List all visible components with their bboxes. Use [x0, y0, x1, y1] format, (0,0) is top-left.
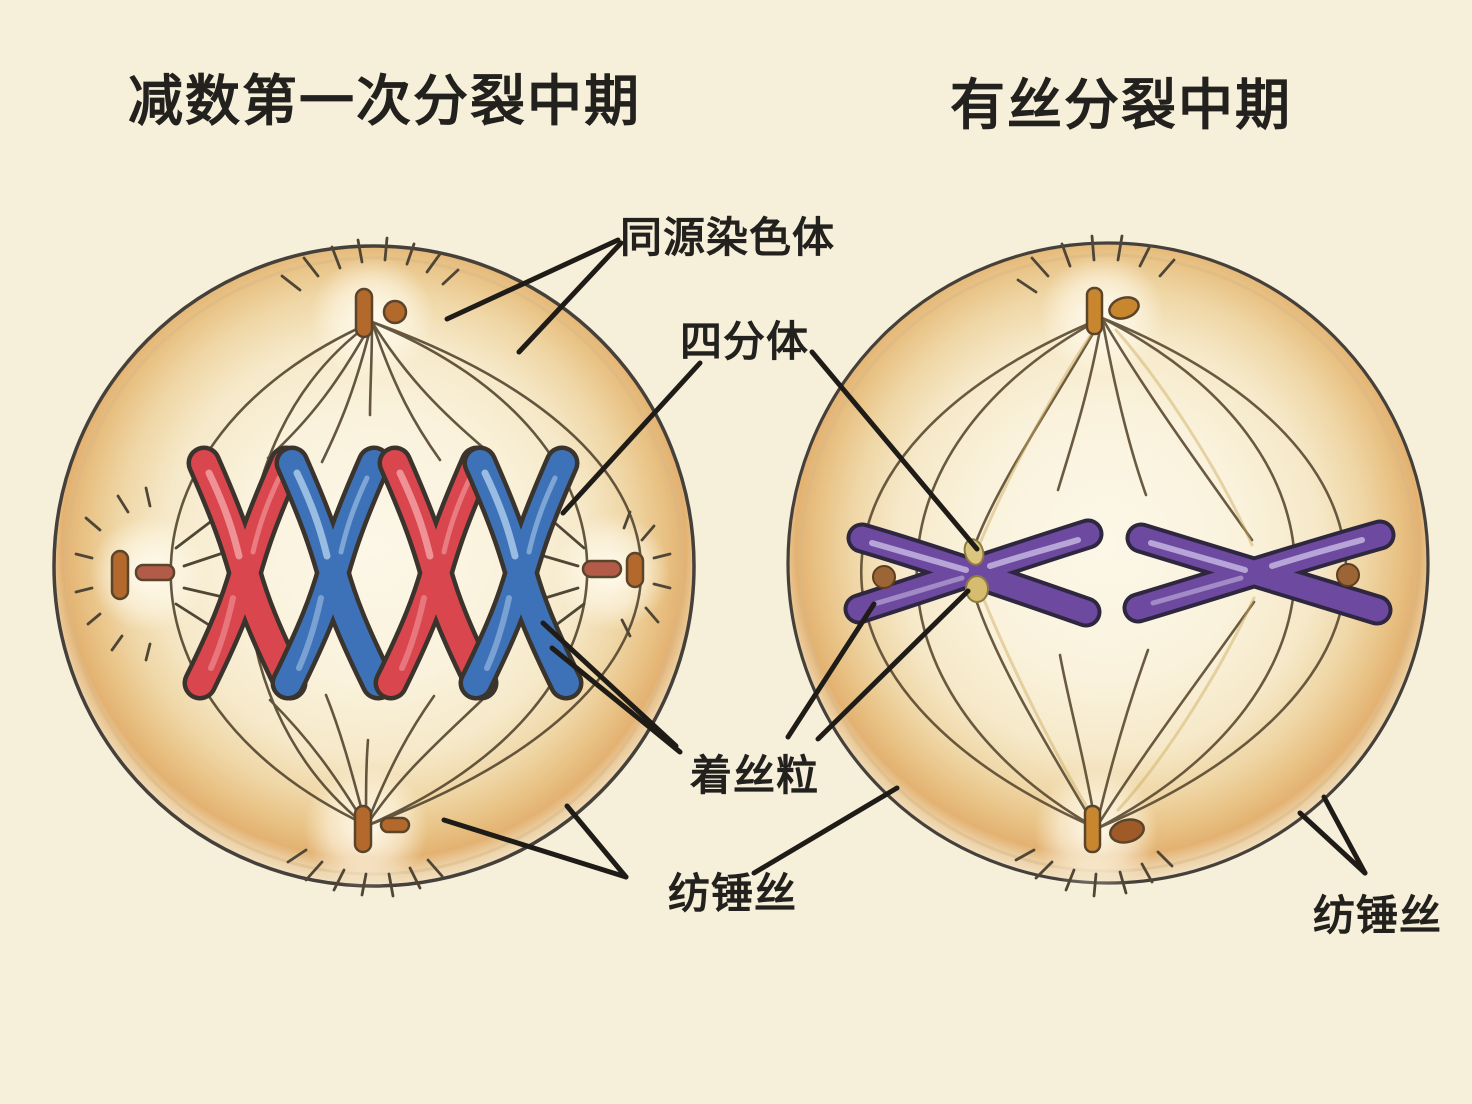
leader-spindle-right [1297, 794, 1368, 876]
leader-homologous [444, 237, 624, 355]
kinetochore-fibers [976, 328, 1256, 814]
tetrad-chromosomes [182, 445, 584, 701]
satellite-dot [872, 565, 896, 589]
label-homologous-chromosome: 同源染色体 [620, 214, 836, 261]
meiosis-cell [52, 236, 696, 898]
chromosome-blue-2 [458, 445, 584, 701]
label-centromere: 着丝粒 [690, 752, 820, 799]
centrioles [110, 287, 645, 854]
leader-spindle-center [441, 785, 900, 880]
mitosis-chromosomes [843, 518, 1396, 628]
title-meiosis: 减数第一次分裂中期 [128, 70, 642, 132]
label-spindle-fiber-right: 纺锤丝 [1313, 892, 1443, 939]
leader-centromere [540, 588, 971, 755]
centrioles [1083, 286, 1145, 854]
title-mitosis: 有丝分裂中期 [950, 74, 1293, 136]
mitosis-cell [786, 234, 1430, 898]
aster-rays [1014, 234, 1176, 898]
satellite-dot [1336, 563, 1360, 587]
chromosome-purple-right [1122, 519, 1396, 626]
chromosome-red-2 [373, 445, 499, 701]
label-tetrad: 四分体 [680, 318, 810, 365]
chromosome-purple-left [843, 518, 1104, 628]
centromere-dot [965, 575, 989, 603]
label-spindle-fiber-center: 纺锤丝 [668, 870, 798, 917]
chromosome-blue-1 [270, 445, 396, 701]
leader-lines [441, 237, 1368, 880]
chromosome-red-1 [182, 445, 308, 701]
leader-tetrad [560, 349, 980, 552]
